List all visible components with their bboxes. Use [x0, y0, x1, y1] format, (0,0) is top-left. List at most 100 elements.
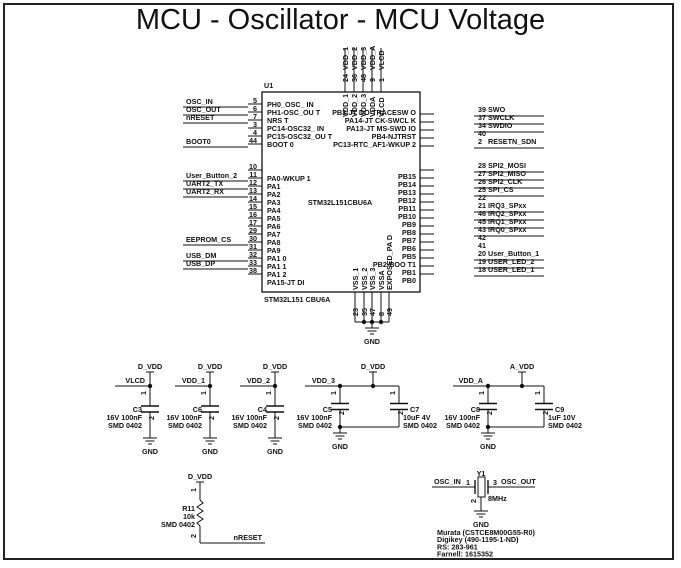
crystal-body: [477, 476, 486, 498]
junction-dot: [361, 319, 367, 325]
pin-name: PA6: [267, 222, 280, 231]
net-label: EEPROM_CS: [186, 235, 231, 244]
pin-name: PC15-OSC32_OU T: [267, 132, 333, 141]
pin-number: 5: [253, 96, 257, 105]
pin-number: 13: [249, 186, 257, 195]
net-label: USB_DP: [186, 259, 215, 268]
pin-name: PA3: [267, 198, 280, 207]
pin-name: VDD_3: [359, 94, 368, 117]
pin-number: 46: [478, 209, 486, 218]
pin-name: PB8: [402, 228, 416, 237]
pin-number: 1: [466, 478, 470, 487]
net-label: BOOT0: [186, 137, 211, 146]
pin-number: 2: [396, 411, 405, 415]
pin-name: PB14: [398, 180, 416, 189]
pin-number: 3: [493, 478, 497, 487]
pin-number: 1: [139, 391, 148, 395]
pin-number: 47: [368, 308, 377, 316]
ground-label: GND: [364, 337, 380, 346]
pin-name: PB13: [398, 188, 416, 197]
crystal-note: RS: 283-961: [437, 542, 478, 551]
pin-name: VDD_1: [341, 94, 350, 117]
net-label: VLCD: [125, 376, 145, 385]
net-label: USER_LED_2: [488, 257, 534, 266]
supply-label: A_VDD: [510, 362, 534, 371]
pin-name: PA1: [267, 182, 280, 191]
page-title: MCU - Oscillator - MCU Voltage: [135, 4, 546, 36]
net-label: SWO: [488, 105, 506, 114]
pin-number: 36: [350, 74, 359, 82]
pin-number: 1: [189, 488, 198, 492]
net-label: VDD_3: [312, 376, 335, 385]
capacitor-package: SMD 0402: [446, 421, 480, 430]
net-label: VDD_A: [368, 46, 377, 70]
pin-number: 14: [249, 194, 257, 203]
pin-number: 32: [249, 250, 257, 259]
pin-name: PB4-NJTRST: [372, 132, 417, 141]
net-label: UART2_RX: [186, 187, 224, 196]
capacitor-value: 16V 100nF: [106, 413, 142, 422]
resistor-package: SMD 0402: [161, 520, 195, 529]
pin-number: 1: [388, 391, 397, 395]
capacitor-package: SMD 0402: [548, 421, 582, 430]
ground-label: GND: [267, 447, 283, 456]
capacitor-refdes: C6: [193, 405, 202, 414]
pin-number: 29: [249, 226, 257, 235]
pin-number: 8: [377, 312, 386, 316]
capacitor-refdes: C8: [471, 405, 480, 414]
mcu-body: [261, 91, 421, 293]
net-label: SPI2_MOSI: [488, 161, 526, 170]
pin-number: 2: [207, 416, 216, 420]
capacitor-package: SMD 0402: [108, 421, 142, 430]
capacitor-value: 16V 100nF: [231, 413, 267, 422]
pin-number: 20: [478, 249, 486, 258]
pin-name: PB11: [398, 204, 416, 213]
pin-number: 37: [478, 113, 486, 122]
pin-number: 23: [351, 308, 360, 316]
pin-number: 40: [478, 129, 486, 138]
pin-name: PH0_OSC_ IN: [267, 100, 314, 109]
pin-name: PA9: [267, 246, 280, 255]
pin-number: 4: [253, 128, 257, 137]
pin-number: 42: [478, 233, 486, 242]
pin-name: PH1-OSC_OU T: [267, 108, 321, 117]
pin-number: 15: [249, 202, 257, 211]
pin-name: PC14-OSC32_ IN: [267, 124, 324, 133]
net-label: VDD_2: [247, 376, 270, 385]
pin-name: PA1 0: [267, 254, 286, 263]
pin-name: VSS_1: [351, 268, 360, 290]
pin-number: 44: [249, 136, 257, 145]
pin-name: PB10: [398, 212, 416, 221]
net-label: User_Button_2: [186, 171, 237, 180]
pin-name: PA13-JT MS-SWD IO: [346, 124, 416, 133]
resistor-refdes: R11: [182, 504, 195, 513]
pin-number: 48: [359, 74, 368, 82]
supply-label: D_VDD: [188, 472, 212, 481]
capacitor-package: SMD 0402: [233, 421, 267, 430]
net-label: IRQ0_SPxx: [488, 225, 526, 234]
pin-number: 45: [478, 217, 486, 226]
pin-name: PB6: [402, 244, 416, 253]
net-label: nRESET: [186, 113, 215, 122]
pin-number: 2: [541, 411, 550, 415]
supply-label: D_VDD: [263, 362, 287, 371]
pin-name: PA5: [267, 214, 280, 223]
capacitor-value: 16V 100nF: [166, 413, 202, 422]
pin-number: 35: [360, 308, 369, 316]
capacitor-value: 1uF 10V: [548, 413, 576, 422]
pin-number: 30: [249, 234, 257, 243]
pin-name: VDDA: [368, 97, 377, 117]
pin-name: PB15: [398, 172, 416, 181]
net-label: VDD_3: [359, 47, 368, 70]
pin-number: 41: [478, 241, 486, 250]
net-label: OSC_IN: [434, 477, 461, 486]
net-label: RESETN_SDN: [488, 137, 536, 146]
pin-number: 1: [264, 391, 273, 395]
net-label: UART2_TX: [186, 179, 223, 188]
net-label: USER_LED_1: [488, 265, 534, 274]
pin-name: PA15-JT DI: [267, 278, 304, 287]
ground-label: GND: [473, 520, 489, 529]
pin-number: 2: [469, 499, 478, 503]
capacitor-refdes: C3: [133, 405, 142, 414]
